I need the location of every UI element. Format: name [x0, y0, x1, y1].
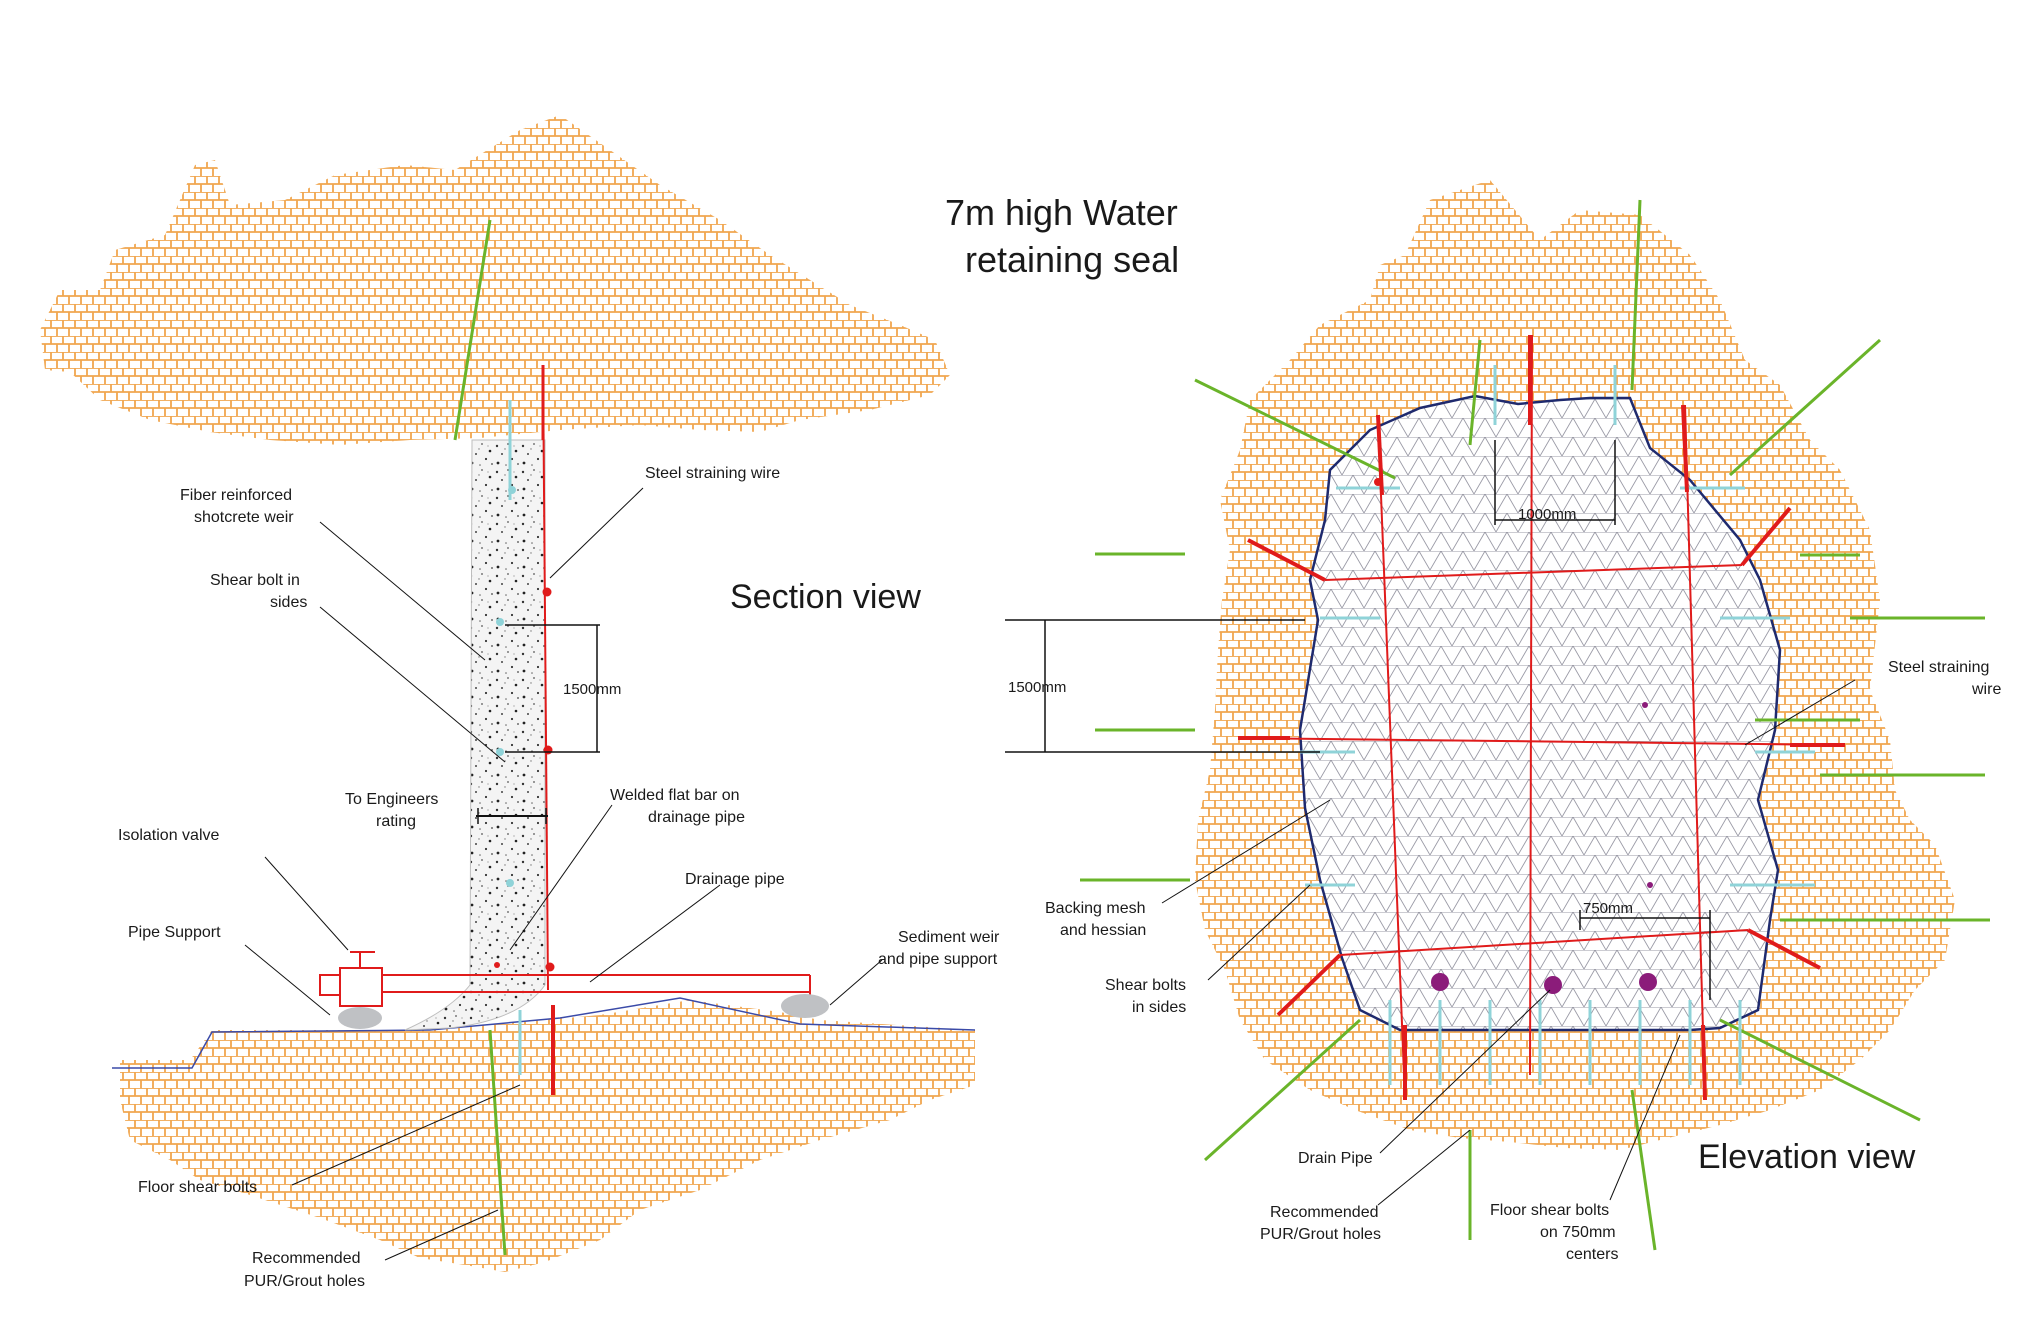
label-sediment-1: Sediment weir [898, 929, 1000, 946]
label-floor-2: on 750mm [1540, 1224, 1616, 1241]
label-backing-1: Backing mesh [1045, 900, 1146, 917]
label-grout-2: PUR/Grout holes [244, 1273, 365, 1290]
title-line-1: 7m high Water [945, 192, 1178, 233]
cyan-shear-bolts [1300, 365, 1815, 1085]
label-shear-bolt-2: sides [270, 594, 307, 611]
wire-node [542, 587, 552, 597]
isolation-valve [319, 951, 383, 1007]
drainage-pipe [320, 974, 811, 1000]
label-pipe-support: Pipe Support [128, 924, 221, 941]
drain-pipe-2 [1544, 976, 1562, 994]
green-rock-bolts [1080, 199, 1990, 1251]
label-drain-pipe: Drain Pipe [1298, 1150, 1373, 1167]
label-dim-1000: 1000mm [1518, 506, 1576, 523]
label-dim-1500: 1500mm [563, 681, 621, 698]
label-dim-1500-elevation: 1500mm [1008, 679, 1066, 696]
label-shear-2: in sides [1132, 999, 1186, 1016]
shotcrete-weir [404, 439, 546, 1031]
label-steel-wire-1: Steel straining [1888, 659, 1989, 676]
wire-node [494, 962, 500, 968]
label-backing-2: and hessian [1060, 922, 1146, 939]
label-welded-1: Welded flat bar on [610, 787, 740, 804]
elevation-wire-anchors [1238, 335, 1845, 1101]
label-grout-1-elevation: Recommended [1270, 1204, 1379, 1221]
sediment-weir-support [781, 994, 829, 1018]
label-fiber-shotcrete-1: Fiber reinforced [180, 487, 292, 504]
section-leaders [244, 487, 883, 1261]
elevation-leaders [1161, 679, 1856, 1206]
drain-pipe-1 [1431, 973, 1449, 991]
side-bolt-dot [506, 879, 514, 887]
steel-straining-wire [542, 364, 549, 991]
label-dim-750: 750mm [1583, 900, 1633, 917]
elevation-view-heading: Elevation view [1698, 1138, 1916, 1176]
mesh-marker-dot [1647, 882, 1653, 888]
drain-pipe-3 [1639, 973, 1657, 991]
floor-surface-line [112, 997, 976, 1069]
label-steel-wire-2: wire [1971, 681, 2001, 698]
roof-green-bolt [453, 219, 492, 441]
label-floor-3: centers [1566, 1246, 1618, 1263]
label-floor-1: Floor shear bolts [1490, 1202, 1609, 1219]
title-line-2: retaining seal [965, 239, 1179, 280]
label-floor-bolts: Floor shear bolts [138, 1179, 257, 1196]
label-welded-2: drainage pipe [648, 809, 745, 826]
label-shear-bolt-1: Shear bolt in [210, 572, 300, 589]
dimension-750mm [1579, 910, 1711, 1000]
side-bolt-dot [496, 618, 504, 626]
label-engineers-2: rating [376, 813, 416, 830]
dimension-1000mm [1494, 440, 1616, 525]
side-bolt-dot [508, 486, 516, 494]
label-engineers-1: To Engineers [345, 791, 438, 808]
roof-rock-mass [40, 115, 950, 445]
label-isolation-valve: Isolation valve [118, 827, 219, 844]
elevation-view: 1000mm 1500mm Steel straining wire 750mm… [1005, 180, 2001, 1263]
label-grout-1: Recommended [252, 1250, 361, 1267]
dimension-1500mm-elevation [1005, 619, 1320, 753]
elevation-steel-wires [1237, 334, 1846, 1101]
floor-green-bolt-left [488, 1029, 507, 1256]
wire-node [543, 745, 553, 755]
label-drainage-pipe: Drainage pipe [685, 871, 785, 888]
section-view-heading: Section view [730, 578, 921, 616]
label-shear-1: Shear bolts [1105, 977, 1186, 994]
label-sediment-2: and pipe support [878, 951, 998, 968]
diagram-title: 7m high Water retaining seal [945, 192, 1179, 280]
label-steel-wire: Steel straining wire [645, 465, 780, 482]
side-bolt-dot [496, 748, 504, 756]
dimension-1500mm [505, 624, 600, 753]
wire-node [545, 962, 555, 972]
section-view: Fiber reinforced shotcrete weir Steel st… [40, 115, 1000, 1290]
pipe-support [338, 1007, 382, 1029]
label-fiber-shotcrete-2: shotcrete weir [194, 509, 294, 526]
label-grout-2-elevation: PUR/Grout holes [1260, 1226, 1381, 1243]
mesh-marker-dot [1642, 702, 1648, 708]
wire-node [1374, 478, 1382, 486]
floor-rock-mass [120, 1000, 975, 1272]
